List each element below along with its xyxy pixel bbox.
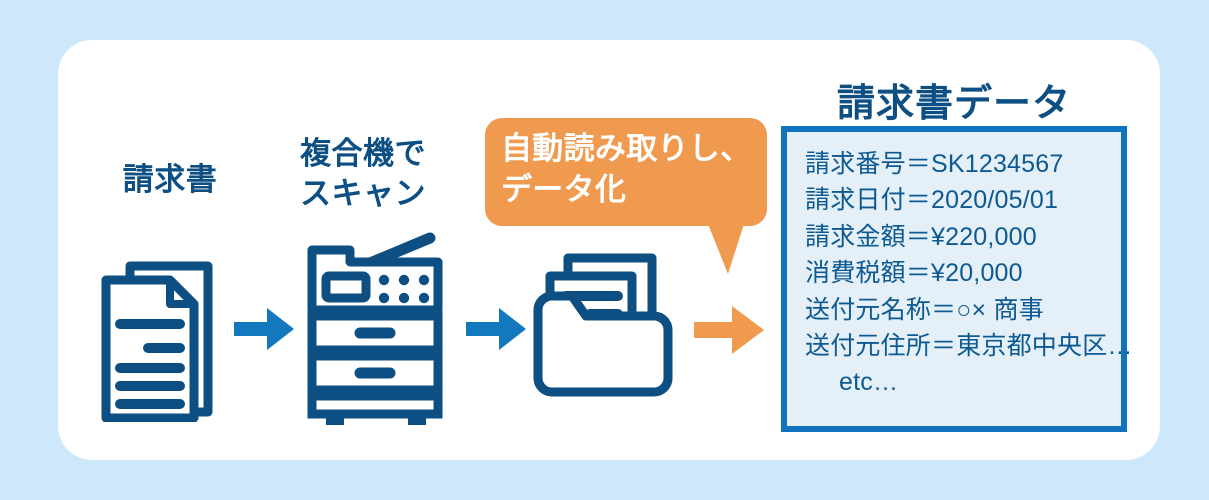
folder-icon [528,248,682,400]
data-line: 請求日付＝2020/05/01 [805,186,1059,215]
data-line: 請求金額＝¥220,000 [805,222,1037,251]
documents-icon [96,258,226,423]
data-line: 請求番号＝SK1234567 [805,150,1064,178]
step-label-invoice: 請求書 [122,162,218,197]
data-line: 消費税額＝¥20,000 [805,259,1023,288]
data-line: 送付元住所＝東京都中央区… [805,331,1133,360]
data-panel-box: 請求番号＝SK1234567 請求日付＝2020/05/01 請求金額＝¥220… [781,126,1133,432]
data-panel-title: 請求書データ [836,83,1071,125]
data-line: 送付元名称＝○× 商事 [805,295,1044,324]
data-line: etc… [839,368,899,397]
callout-bubble-text: 自動読み取りし、 データ化 [501,131,752,208]
arrow-right-icon [466,302,528,356]
copier-icon [304,232,456,426]
arrow-right-icon [234,302,296,356]
speech-bubble-tail-icon [706,224,746,274]
arrow-right-icon [694,300,766,360]
callout-bubble: 自動読み取りし、 データ化 [485,118,767,226]
step-label-scan: 複合機で スキャン [300,136,426,211]
